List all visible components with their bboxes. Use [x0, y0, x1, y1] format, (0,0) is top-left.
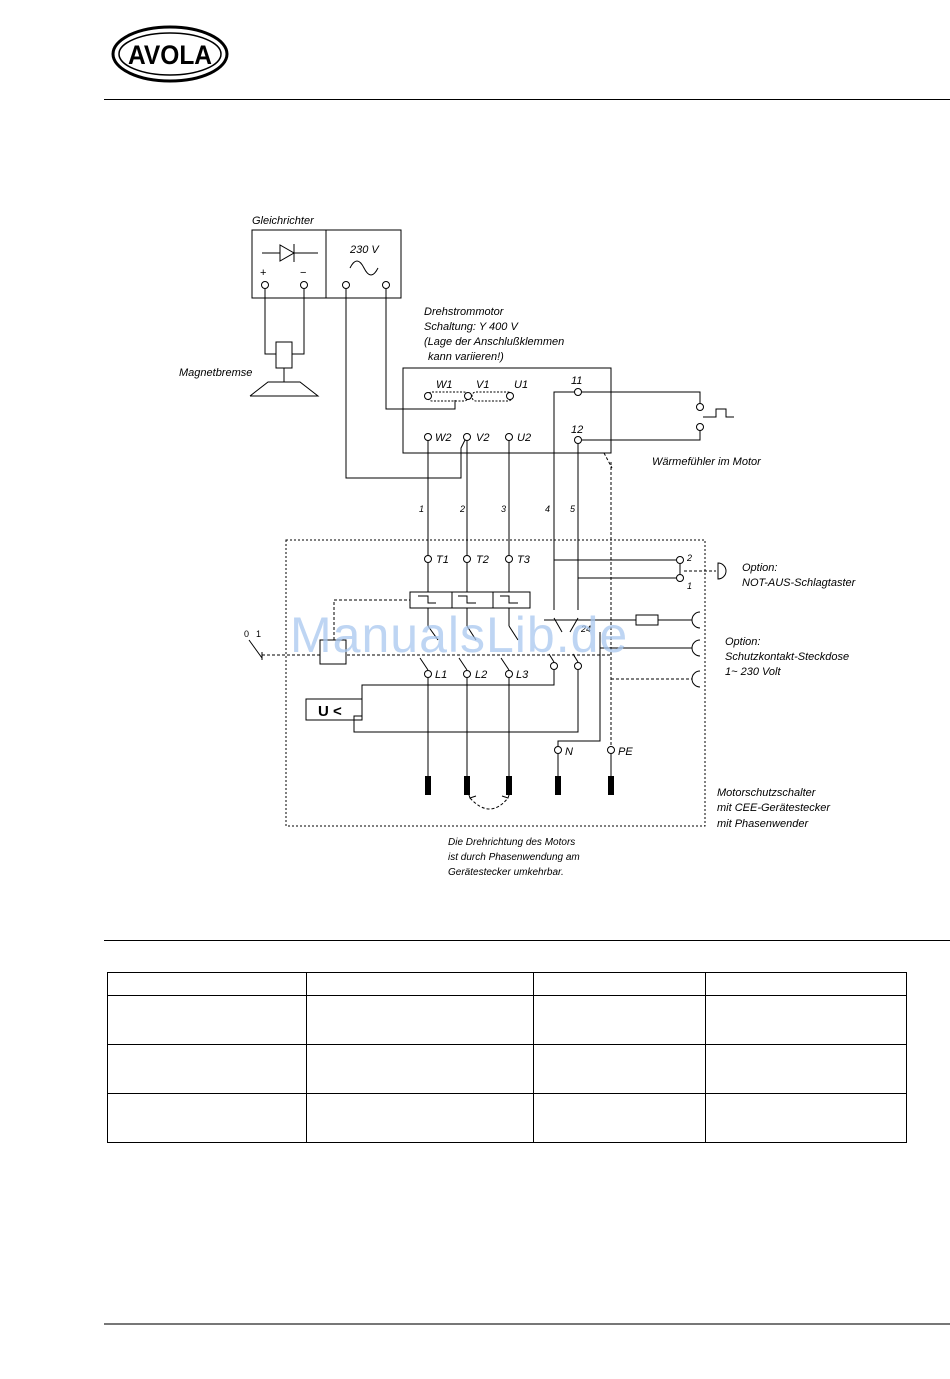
label-l2: L2 [475, 669, 487, 681]
table-row [107, 995, 907, 1045]
table-row [107, 1044, 907, 1094]
label-motor-schaltung: Schaltung: Y 400 V [424, 321, 519, 333]
label-wire4: 4 [545, 504, 550, 514]
table-cell [305, 1044, 535, 1094]
label-t1: T1 [436, 554, 449, 566]
label-t3: T3 [517, 554, 531, 566]
table-cell [107, 1093, 307, 1143]
label-contact-2: 2 [686, 553, 692, 563]
table-cell [107, 1044, 307, 1094]
label-u2: U2 [517, 432, 531, 444]
table-cell [533, 995, 707, 1045]
label-option2-line2: 1~ 230 Volt [725, 666, 781, 678]
table-row [107, 1093, 907, 1143]
footer-rule [104, 1323, 950, 1325]
label-gleichrichter: Gleichrichter [252, 215, 315, 227]
table-cell [305, 1093, 535, 1143]
label-magnetbremse: Magnetbremse [179, 367, 252, 379]
label-waermefuehler: Wärmefühler im Motor [652, 456, 762, 468]
label-v2: V2 [476, 432, 489, 444]
label-dreh3: Gerätestecker umkehrbar. [448, 867, 564, 878]
table-cell [533, 972, 707, 996]
label-12: 12 [571, 424, 583, 436]
label-motorschutz2: mit CEE-Gerätestecker [717, 802, 831, 814]
label-n: N [565, 746, 573, 758]
label-l3: L3 [516, 669, 529, 681]
label-switch-1: 1 [256, 629, 261, 639]
label-wire5: 5 [570, 504, 576, 514]
label-w2: W2 [435, 432, 452, 444]
logo-text: AVOLA [128, 40, 212, 70]
label-l1: L1 [435, 669, 447, 681]
label-t2: T2 [476, 554, 489, 566]
label-option1-title: Option: [742, 562, 777, 574]
label-motor-title: Drehstrommotor [424, 306, 505, 318]
label-wire3: 3 [501, 504, 506, 514]
table-cell [107, 972, 307, 996]
wiring-diagram: Gleichrichter + − 230 V Magnetbremse Dre… [179, 215, 857, 878]
label-contact-1: 1 [687, 581, 692, 591]
label-11: 11 [571, 375, 582, 387]
table-cell [533, 1044, 707, 1094]
label-minus: − [300, 267, 306, 279]
table-cell [705, 995, 907, 1045]
label-wire1: 1 [419, 504, 424, 514]
label-motor-note1: (Lage der Anschlußklemmen [424, 336, 564, 348]
table-cell [533, 1093, 707, 1143]
label-option1-text: NOT-AUS-Schlagtaster [742, 577, 857, 589]
empty-table [107, 972, 907, 1143]
label-24: 24 [580, 624, 591, 634]
label-wire2: 2 [459, 504, 465, 514]
label-230v: 230 V [349, 244, 380, 256]
table-cell [705, 1044, 907, 1094]
section-rule [104, 940, 950, 941]
label-undervoltage: U < [318, 703, 342, 720]
label-switch-0: 0 [244, 629, 249, 639]
label-v1: V1 [476, 379, 489, 391]
table-row [107, 972, 907, 996]
label-u1: U1 [514, 379, 528, 391]
table-cell [705, 972, 907, 996]
table-cell [107, 995, 307, 1045]
label-option2-title: Option: [725, 636, 760, 648]
avola-logo: AVOLA [111, 25, 229, 83]
label-plus: + [260, 267, 266, 279]
header-rule [104, 99, 950, 100]
label-pe: PE [618, 746, 633, 758]
table-cell [705, 1093, 907, 1143]
table-cell [305, 972, 535, 996]
table-cell [305, 995, 535, 1045]
watermark: ManualsLib.de [290, 607, 629, 663]
label-option2-line1: Schutzkontakt-Steckdose [725, 651, 849, 663]
label-motorschutz3: mit Phasenwender [717, 818, 809, 830]
label-motor-note2: kann variieren!) [428, 351, 504, 363]
label-w1: W1 [436, 379, 453, 391]
label-dreh1: Die Drehrichtung des Motors [448, 837, 575, 848]
label-motorschutz1: Motorschutzschalter [717, 787, 817, 799]
label-dreh2: ist durch Phasenwendung am [448, 852, 580, 863]
